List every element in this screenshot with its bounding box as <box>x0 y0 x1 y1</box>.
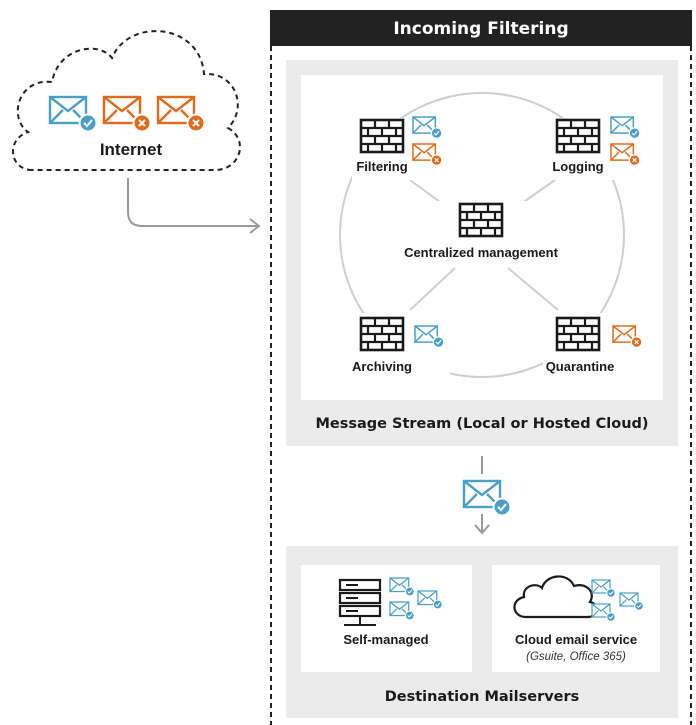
destination-caption: Destination Mailservers <box>385 689 580 705</box>
internet-cloud: Internet <box>11 30 241 172</box>
server-icon <box>338 578 382 626</box>
node-logging-label: Logging <box>552 159 603 174</box>
self-managed-card: Self-managed <box>301 565 472 672</box>
panel-title: Incoming Filtering <box>393 19 568 39</box>
firewall-icon <box>555 316 601 352</box>
node-filtering-label: Filtering <box>356 159 407 174</box>
cloud-service-subtitle: (Gsuite, Office 365) <box>526 651 626 663</box>
stream-caption: Message Stream (Local or Hosted Cloud) <box>315 416 648 432</box>
firewall-icon <box>359 118 405 154</box>
firewall-icon <box>359 316 405 352</box>
node-logging: Logging <box>548 116 652 180</box>
node-quarantine: Quarantine <box>543 313 651 375</box>
node-archiving-label: Archiving <box>352 359 412 374</box>
arrow-icon <box>474 524 490 535</box>
message-stream-box: Filtering Logging Centralized management… <box>286 60 678 446</box>
destination-box: Self-managed Cloud email service (Gsuite… <box>286 546 678 718</box>
arrow-icon <box>127 178 261 234</box>
incoming-filtering-panel: Incoming Filtering <box>270 10 692 725</box>
center-label: Centralized management <box>404 245 559 260</box>
cloud-service-card: Cloud email service (Gsuite, Office 365) <box>492 565 660 672</box>
firewall-icon <box>458 202 504 238</box>
self-managed-label: Self-managed <box>343 632 428 647</box>
node-archiving: Archiving <box>350 313 450 375</box>
envelope-accepted-icon <box>462 479 512 517</box>
node-centralized-management: Centralized management <box>402 201 560 265</box>
firewall-icon <box>555 118 601 154</box>
delivery-arrow <box>462 456 512 535</box>
node-filtering: Filtering <box>352 116 457 180</box>
node-quarantine-label: Quarantine <box>546 359 615 374</box>
panel-header <box>270 10 692 46</box>
internet-label: Internet <box>100 140 163 159</box>
cloud-service-title: Cloud email service <box>515 632 637 647</box>
